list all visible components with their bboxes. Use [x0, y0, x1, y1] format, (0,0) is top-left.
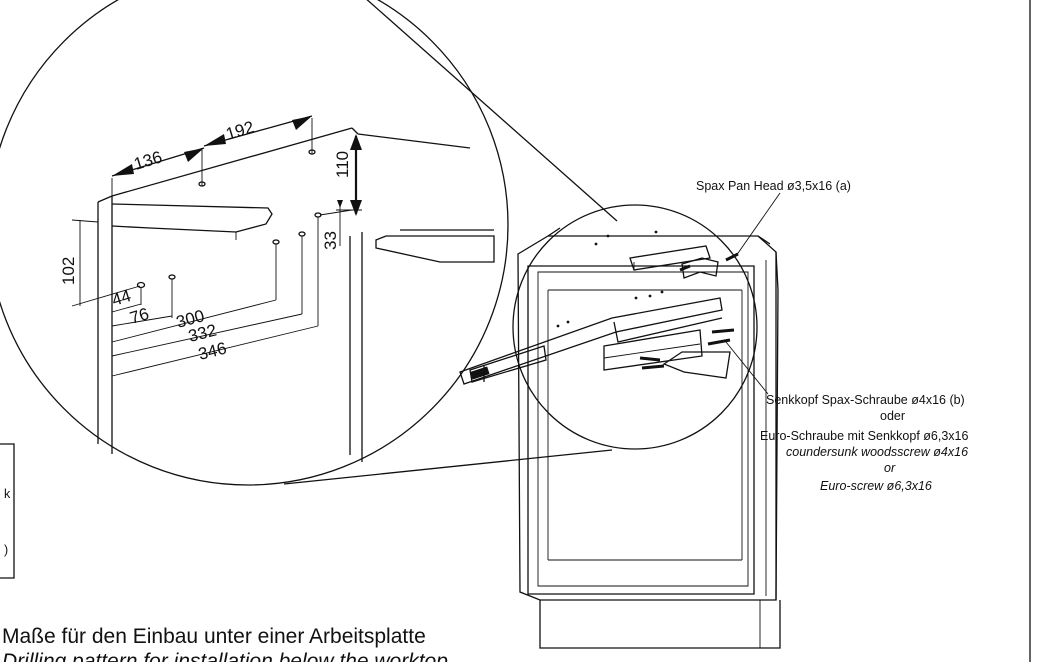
drill-holes — [136, 149, 322, 289]
label-euro-screw: Euro-screw ø6,3x16 — [820, 479, 932, 493]
caption: Maße für den Einbau unter einer Arbeitsp… — [2, 625, 448, 662]
dim-192: 192 — [224, 117, 257, 143]
screws — [639, 252, 739, 370]
dim-110: 110 — [333, 151, 352, 178]
label-spax-pan-head: Spax Pan Head ø3,5x16 (a) — [696, 179, 851, 193]
label-countersunk: coundersunk woodsscrew ø4x16 — [786, 445, 968, 459]
dim-136: 136 — [132, 147, 165, 173]
drawer-slide — [459, 230, 739, 385]
caption-german: Maße für den Einbau unter einer Arbeitsp… — [2, 625, 426, 648]
label-euro-schraube: Euro-Schraube mit Senkkopf ø6,3x16 — [760, 429, 968, 443]
magnifier-connector-top — [366, 0, 618, 222]
cabinet — [517, 227, 781, 649]
dim-76: 76 — [128, 304, 152, 328]
detail-magnifier: 136 192 110 33 102 44 76 300 332 — [0, 0, 618, 486]
caption-english: Drilling pattern for installation below … — [2, 650, 448, 662]
dim-102: 102 — [59, 257, 78, 285]
dim-33: 33 — [321, 231, 340, 250]
arrow-upper — [681, 257, 719, 279]
arrow-lower — [662, 351, 731, 379]
label-senkkopf-spax: Senkkopf Spax-Schraube ø4x16 (b) — [766, 393, 965, 407]
label-or: or — [884, 461, 896, 475]
detail-circle-small — [512, 204, 758, 450]
screw-labels: Spax Pan Head ø3,5x16 (a) Senkkopf Spax-… — [696, 179, 968, 493]
magnifier-connector-bottom — [283, 449, 613, 485]
side-note-glyph-2: ) — [4, 543, 8, 557]
side-note-glyph-1: k — [4, 487, 11, 501]
dim-44: 44 — [110, 286, 134, 310]
magnifier-circle — [0, 0, 509, 486]
label-oder: oder — [880, 409, 905, 423]
side-note-box: k ) — [0, 443, 15, 579]
